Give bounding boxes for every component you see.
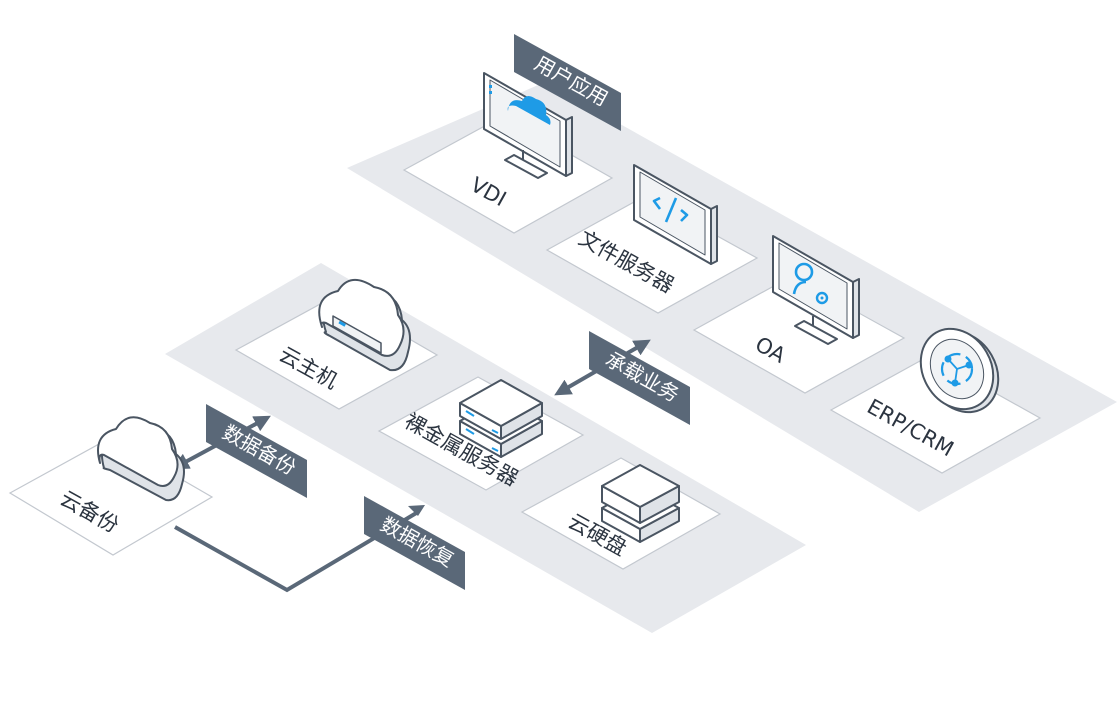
cloud-monitor-icon <box>483 72 573 179</box>
tile-file-server <box>545 195 759 314</box>
tile-cloud-backup <box>8 437 214 556</box>
cloud-server-icon <box>318 279 411 372</box>
cloud-icon <box>97 416 185 502</box>
code-monitor-icon <box>633 164 718 265</box>
tile-vdi <box>402 115 614 234</box>
restore-arrowhead <box>408 505 425 516</box>
share-disc-icon <box>919 327 1000 414</box>
user-gear-monitor-icon <box>772 235 860 345</box>
tile-oa <box>692 275 906 394</box>
tile-cloud-host <box>234 295 439 410</box>
tile-erp-crm <box>829 355 1042 474</box>
server-stack-icon <box>459 379 543 458</box>
disk-stack-icon <box>601 464 680 543</box>
